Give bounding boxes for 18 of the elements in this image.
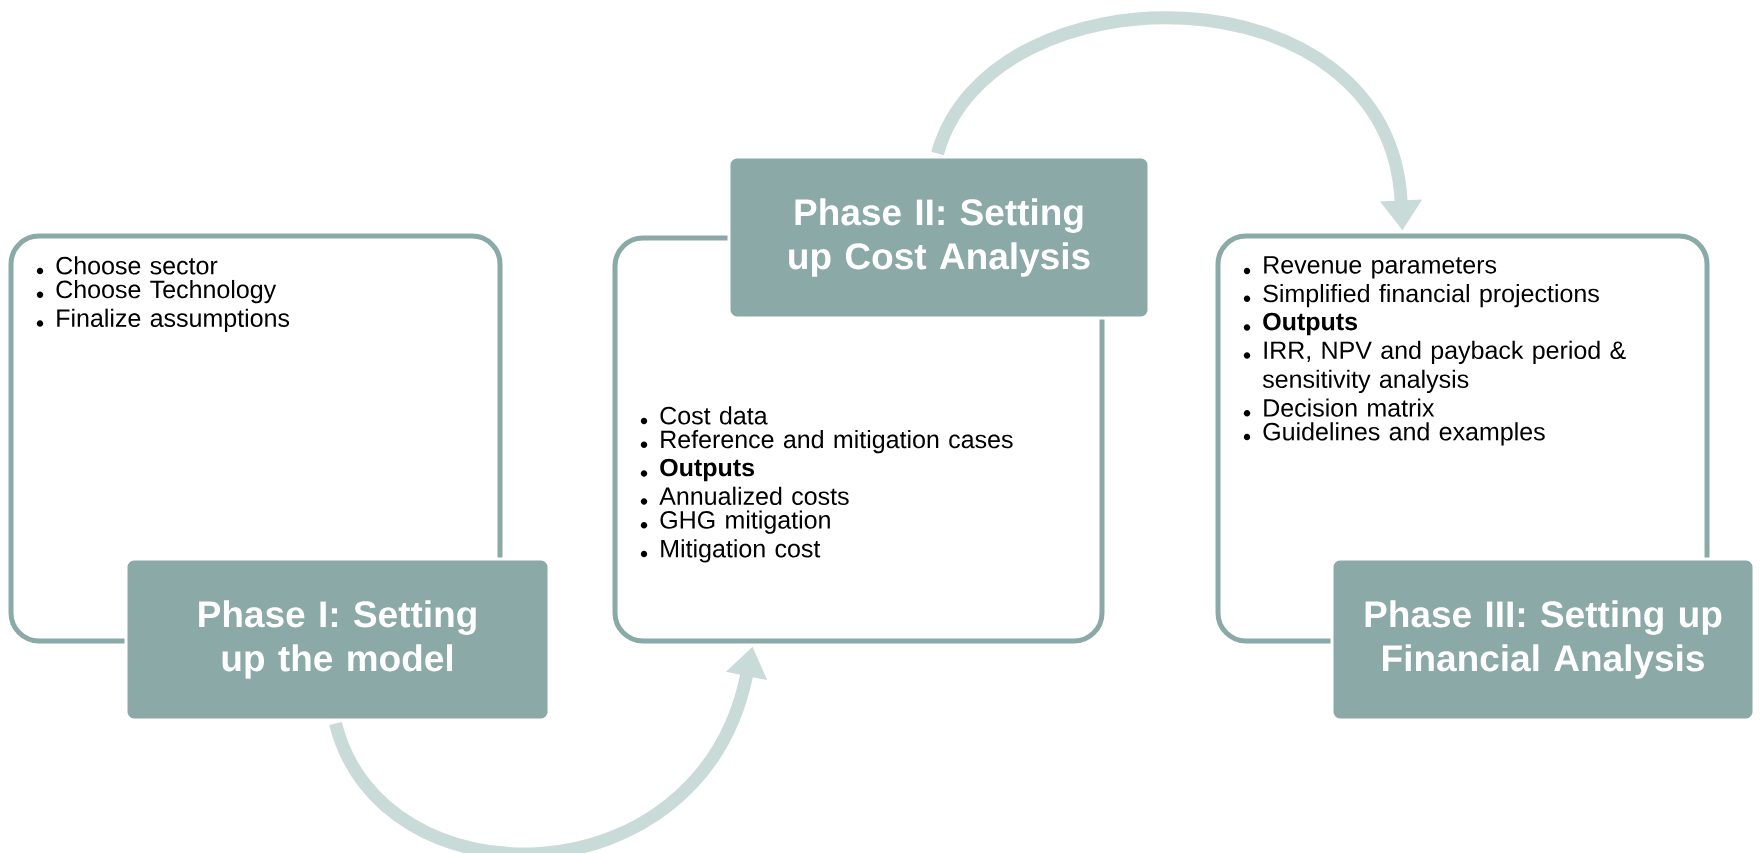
- bullet-item: Decision matrix: [1243, 398, 1435, 417]
- phase-header-box: Phase II: Setting up Cost Analysis: [727, 155, 1151, 320]
- bullet-item: Simplified financial projections: [1243, 283, 1599, 308]
- bullet-item: Finalize assumptions: [36, 308, 290, 332]
- bullet-item: Cost data: [640, 406, 768, 425]
- phase-header-box: Phase III: Setting up Financial Analysis: [1330, 557, 1756, 722]
- bullet-item: Outputs: [640, 458, 754, 482]
- bullet-item: Guidelines and examples: [1243, 422, 1545, 446]
- bullet-item: IRR, NPV and payback period & sensitivity analysis: [1243, 340, 1626, 394]
- bullet-item: Choose sector: [36, 256, 218, 275]
- bullet-item: Revenue parameters: [1243, 256, 1497, 279]
- bullet-item: Mitigation cost: [640, 539, 821, 563]
- bullet-item: Choose Technology: [36, 279, 277, 304]
- phase-header-box: Phase I: Setting up the model: [124, 557, 551, 722]
- bullet-item: Annualized costs: [640, 486, 849, 506]
- bullet-item: Outputs: [1243, 312, 1357, 336]
- bullet-item: GHG mitigation: [640, 510, 830, 534]
- bullet-item: Reference and mitigation cases: [640, 429, 1013, 454]
